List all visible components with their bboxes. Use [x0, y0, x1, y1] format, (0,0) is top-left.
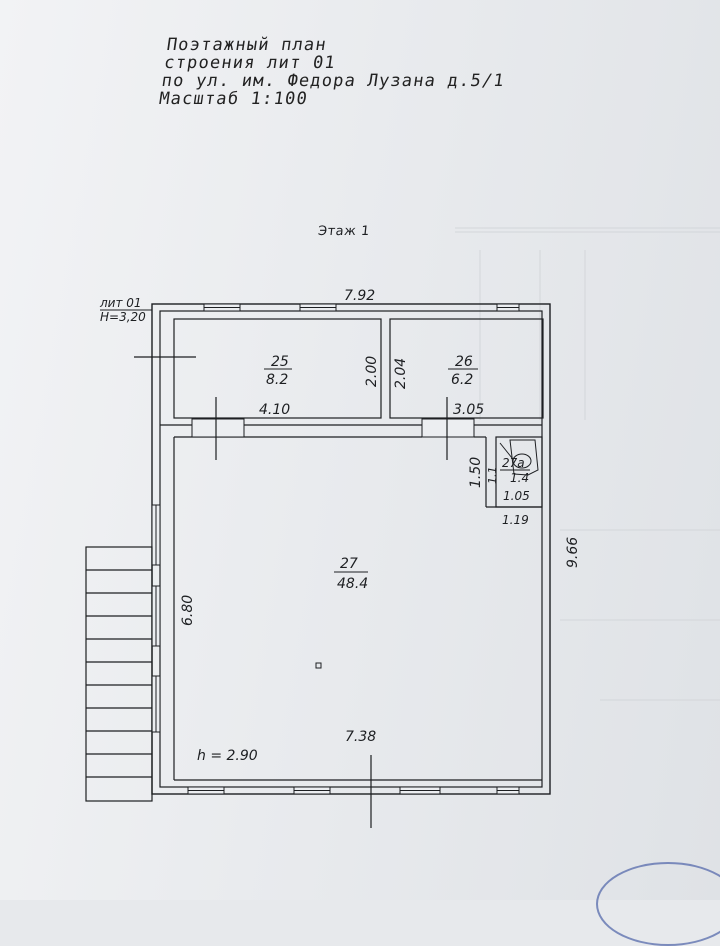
door-openings	[191, 418, 475, 438]
room-26: 26 6.2 3.05 2.04	[393, 354, 484, 418]
room-27a-depth: 1.50	[468, 457, 484, 488]
room-27a-number: 27а	[502, 456, 525, 470]
room-25: 25 8.2 4.10 2.00	[259, 354, 380, 418]
room-27a-inner-width: 1.05	[503, 489, 530, 503]
window-marks	[151, 303, 520, 795]
room-25-area: 8.2	[266, 372, 288, 388]
toilet-fixture	[499, 439, 539, 476]
column-marker	[315, 662, 322, 669]
room-26-area: 6.2	[451, 372, 473, 388]
building-lit-label: лит 01	[99, 296, 142, 310]
room-26-width: 3.05	[453, 402, 484, 418]
interior-walls	[160, 318, 544, 781]
room-27a-width: 1.19	[502, 513, 529, 527]
room-25-depth: 2.00	[364, 356, 380, 387]
overall-depth-label: 9.66	[565, 537, 581, 568]
room-27-depth: 6.80	[180, 595, 196, 626]
room-26-depth: 2.04	[393, 358, 409, 389]
overall-width-label: 7.92	[344, 288, 375, 304]
room-27a-side: 1.1	[486, 467, 499, 485]
axis-marks	[134, 356, 448, 828]
ceiling-height-label: h = 2.90	[197, 748, 258, 764]
exterior-walls	[151, 303, 551, 795]
room-25-number: 25	[271, 354, 289, 370]
room-25-width: 4.10	[259, 402, 290, 418]
room-27-number: 27	[340, 556, 358, 572]
building-height-label: Н=3,20	[100, 310, 146, 324]
floor-plan: лит 01 Н=3,20 7.92 9.66 25 8.2 4.10 2.00…	[85, 227, 720, 828]
external-staircase	[85, 546, 153, 802]
official-stamp	[596, 862, 720, 946]
room-27a-area: 1.4	[510, 471, 529, 485]
room-27-width: 7.38	[345, 729, 376, 745]
drawing-sheet	[0, 0, 720, 900]
room-26-number: 26	[455, 354, 473, 370]
room-27a: 27а 1.4 1.05 1.19 1.50 1.1	[468, 456, 530, 527]
bleed-through-lines	[455, 227, 720, 701]
room-27-area: 48.4	[337, 576, 368, 592]
room-27: 27 48.4 7.38 6.80 h = 2.90	[180, 556, 376, 764]
